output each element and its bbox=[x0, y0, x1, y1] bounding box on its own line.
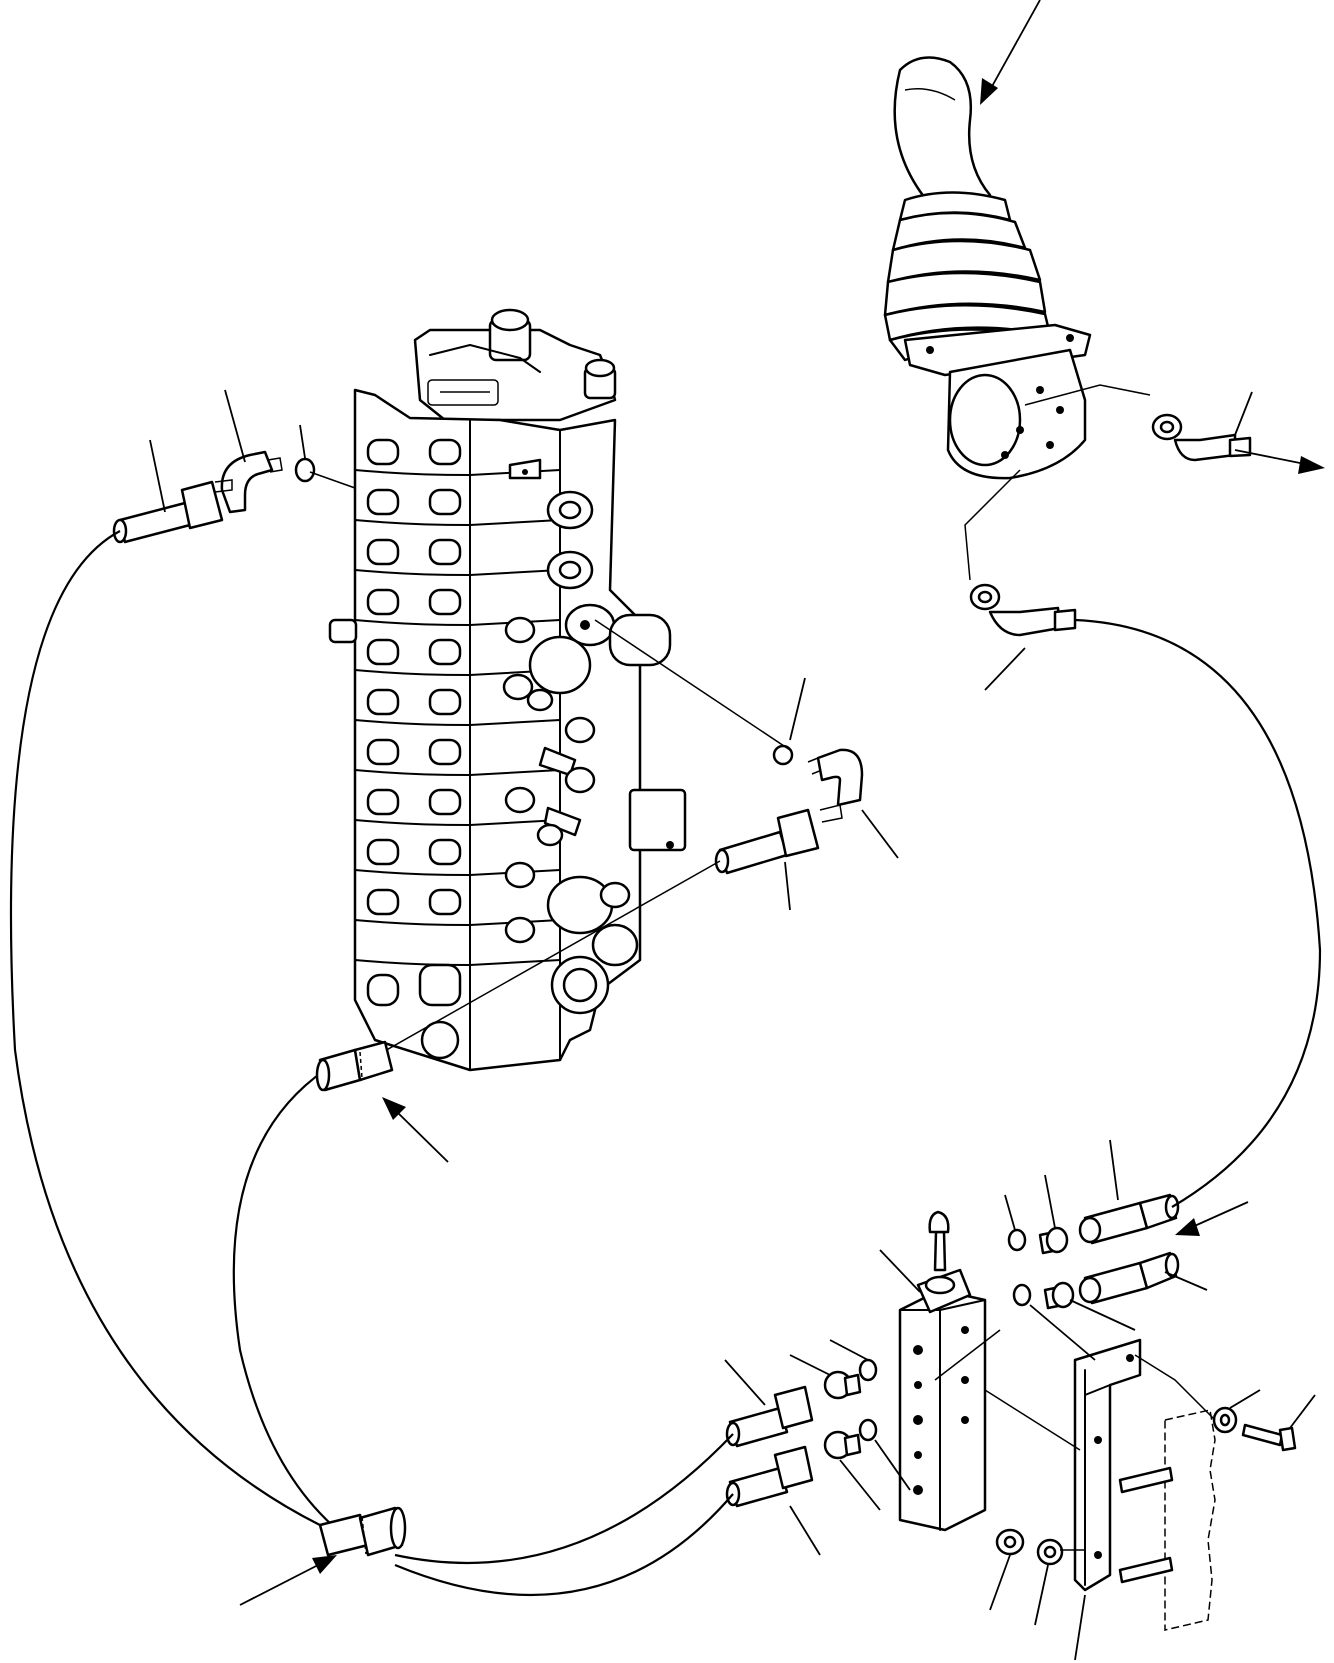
adapter-fitting-icon bbox=[112, 480, 224, 544]
adapter-fitting-icon bbox=[1078, 1193, 1180, 1245]
adapter-fitting-icon bbox=[823, 1430, 862, 1460]
bolt-icon bbox=[1241, 1423, 1297, 1452]
adapter-fitting-icon bbox=[1043, 1281, 1075, 1310]
clamp-sleeve-icon bbox=[315, 1040, 394, 1092]
adapter-fitting-icon bbox=[714, 808, 820, 875]
callout-leader-lines bbox=[149, 389, 1316, 1661]
arrow-icon bbox=[1234, 449, 1325, 474]
adapter-fitting-icon bbox=[725, 1445, 814, 1508]
hose-icon bbox=[9, 530, 1322, 1597]
o-ring-icon bbox=[858, 1418, 878, 1442]
adapter-fitting-icon bbox=[1038, 1226, 1069, 1255]
washer-icon bbox=[1212, 1406, 1238, 1434]
o-ring-icon bbox=[1007, 1228, 1027, 1252]
o-ring-icon bbox=[294, 457, 316, 483]
o-ring-icon bbox=[858, 1358, 878, 1382]
selector-valve-icon bbox=[898, 1210, 987, 1532]
washer-icon bbox=[1036, 1538, 1064, 1566]
adapter-fitting-icon bbox=[1078, 1251, 1180, 1305]
elbow-fitting-icon bbox=[214, 450, 283, 514]
clamp-sleeve-icon bbox=[318, 1506, 407, 1557]
arrow-icon bbox=[1175, 1201, 1249, 1236]
arrow-icon bbox=[239, 1555, 337, 1606]
arrow-icon bbox=[382, 1097, 449, 1163]
mounting-bracket-icon bbox=[1073, 1338, 1216, 1631]
elbow-fitting-icon bbox=[969, 583, 1077, 637]
arrow-icon bbox=[980, 0, 1041, 105]
adapter-fitting-icon bbox=[823, 1370, 862, 1400]
joystick-lever-icon bbox=[883, 56, 1092, 480]
elbow-fitting-icon bbox=[1151, 413, 1252, 462]
nut-icon bbox=[995, 1528, 1025, 1556]
o-ring-icon bbox=[1012, 1283, 1032, 1307]
control-valve-icon bbox=[328, 308, 687, 1072]
elbow-fitting-icon bbox=[807, 748, 864, 823]
adapter-fitting-icon bbox=[725, 1385, 814, 1448]
